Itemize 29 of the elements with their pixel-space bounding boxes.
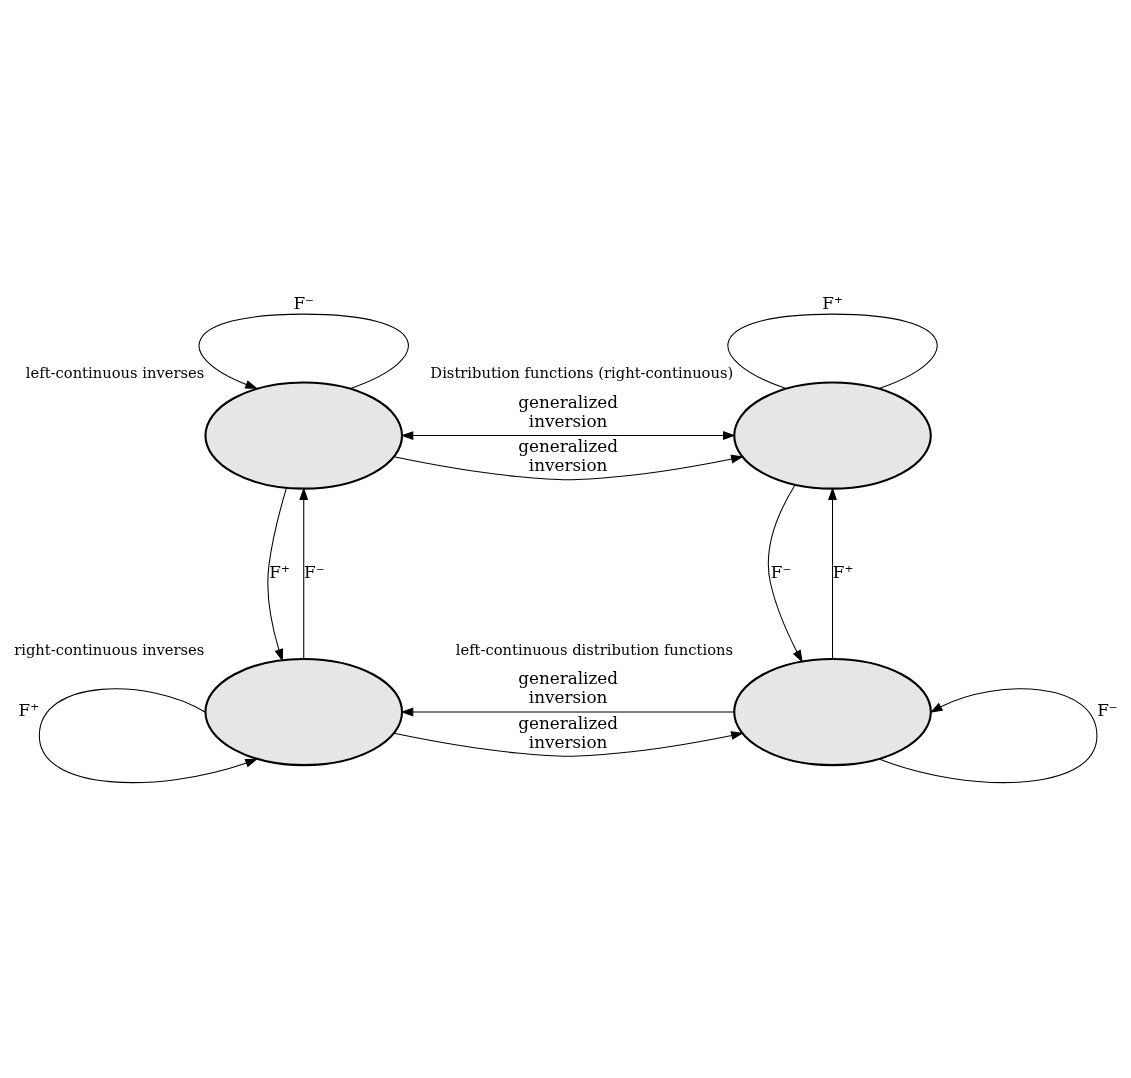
edge-label: F⁺ bbox=[832, 561, 854, 582]
node-ellipse bbox=[733, 657, 932, 767]
arrow bbox=[299, 487, 309, 660]
edge-label: generalized inversion bbox=[518, 392, 619, 431]
edge-label: generalized inversion bbox=[518, 712, 619, 752]
arrow bbox=[393, 731, 744, 757]
arrow bbox=[267, 487, 287, 662]
arrow bbox=[393, 454, 744, 481]
arrow bbox=[828, 487, 837, 660]
node-ellipse bbox=[733, 381, 932, 490]
arrow bbox=[767, 484, 803, 663]
arrow bbox=[400, 431, 736, 440]
edge-label: generalized inversion bbox=[518, 668, 619, 708]
connector bbox=[727, 313, 938, 389]
node-label: left-continuous inverses bbox=[25, 364, 205, 382]
arrow bbox=[38, 688, 258, 784]
edge-label: F⁻ bbox=[770, 561, 792, 582]
node-label: left-continuous distribution functions bbox=[455, 640, 734, 658]
node-label: right-continuous inverses bbox=[14, 640, 205, 658]
edge-label: F⁻ bbox=[1097, 700, 1118, 721]
edge-label: F⁻ bbox=[293, 292, 315, 313]
edge-label: F⁺ bbox=[18, 700, 40, 721]
node-label: Distribution functions (right-continuous) bbox=[430, 364, 734, 382]
edge-label: generalized inversion bbox=[518, 436, 619, 476]
arrow bbox=[198, 313, 409, 389]
edge-label: F⁺ bbox=[269, 561, 290, 582]
edge-label: F⁺ bbox=[822, 292, 843, 313]
arrow bbox=[400, 707, 735, 717]
edge-label: F⁻ bbox=[303, 561, 325, 582]
